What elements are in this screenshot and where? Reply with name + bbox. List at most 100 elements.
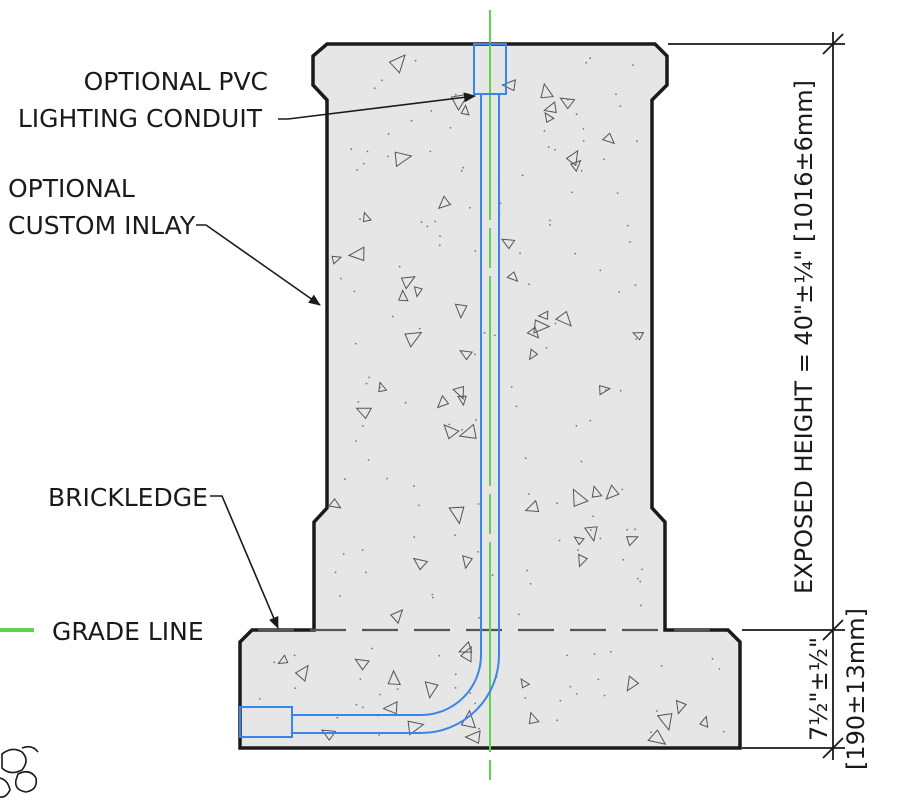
sand-dot <box>559 699 562 702</box>
sand-dot <box>569 685 572 688</box>
aggregate-mark <box>362 211 372 223</box>
sand-dot <box>426 225 429 228</box>
sand-dot <box>491 574 494 577</box>
sand-dot <box>368 376 371 379</box>
sand-dot <box>545 347 548 349</box>
sand-dot <box>524 697 527 699</box>
sand-dot <box>597 678 600 681</box>
aggregate-mark <box>398 289 409 302</box>
aggregate-mark <box>407 720 425 736</box>
sand-dot <box>342 553 345 555</box>
aggregate-mark <box>450 93 470 111</box>
sand-dot <box>404 401 407 404</box>
aggregate-mark <box>464 730 481 744</box>
sand-dot <box>632 64 634 66</box>
sand-dot <box>387 155 389 158</box>
sand-dot <box>483 332 486 334</box>
aggregate-mark <box>354 658 371 671</box>
sand-dot <box>566 654 569 657</box>
sand-dot <box>616 192 619 195</box>
sand-dot <box>619 105 622 107</box>
sand-dot <box>549 219 551 222</box>
sand-dot <box>575 424 578 427</box>
exposed-height-dimension: EXPOSED HEIGHT = 40"±¼" [1016±6mm] <box>790 80 818 594</box>
aggregate-mark <box>462 555 474 570</box>
sand-dot <box>439 235 441 238</box>
sand-dot <box>722 730 725 733</box>
label-grade-line: GRADE LINE <box>52 617 204 646</box>
sand-dot <box>575 113 578 116</box>
sand-dot <box>355 703 358 706</box>
sand-dot <box>294 687 296 690</box>
sand-dot <box>639 580 642 583</box>
sand-dot <box>361 549 364 551</box>
aggregate-mark <box>601 132 616 145</box>
aggregate-mark <box>631 331 645 341</box>
sand-dot <box>460 169 463 172</box>
sand-dot <box>549 224 551 226</box>
aggregate-mark <box>355 407 373 420</box>
sand-dot <box>469 648 472 651</box>
sand-dot <box>556 502 558 504</box>
sand-dot <box>449 127 452 129</box>
sand-dot <box>413 536 416 538</box>
sand-dot <box>387 133 390 135</box>
sand-dot <box>640 604 642 607</box>
sand-dot <box>521 174 524 177</box>
sand-dot <box>454 687 457 689</box>
aggregate-mark <box>578 553 589 568</box>
aggregate-mark <box>526 326 540 339</box>
sand-dot <box>478 616 481 619</box>
aggregate-mark <box>605 484 620 500</box>
aggregate-mark <box>448 506 465 525</box>
aggregate-mark <box>675 699 687 715</box>
sand-dot <box>381 79 383 82</box>
sand-dot <box>650 731 652 734</box>
aggregate-mark <box>501 79 517 92</box>
sand-dot <box>414 59 417 62</box>
sand-dot <box>575 693 578 695</box>
sand-dot <box>413 485 415 488</box>
aggregate-mark <box>404 331 423 348</box>
leader-lines <box>196 92 476 629</box>
aggregate-mark <box>436 394 450 409</box>
aggregate-mark <box>460 104 470 116</box>
sand-dot <box>622 558 625 561</box>
sand-dot <box>655 710 658 712</box>
aggregate-mark <box>347 246 365 262</box>
sand-dot <box>635 338 638 340</box>
sand-dot <box>558 539 561 542</box>
sand-dot <box>604 389 607 391</box>
sand-dot <box>582 127 585 130</box>
aggregate-mark <box>454 303 468 320</box>
sand-dot <box>554 148 556 151</box>
sand-dot <box>334 571 337 574</box>
aggregate-mark <box>626 536 639 547</box>
aggregate-mark <box>443 424 460 440</box>
label-inlay-line2: CUSTOM INLAY <box>8 211 196 240</box>
aggregate-mark <box>565 149 579 167</box>
sand-dot <box>438 654 441 657</box>
aggregate-mark <box>528 348 539 361</box>
aggregate-mark <box>569 159 582 173</box>
sand-dot <box>577 549 579 551</box>
aggregate-mark <box>400 276 416 290</box>
sand-dot <box>454 93 457 96</box>
sand-dot <box>367 459 370 461</box>
sand-dot <box>574 252 577 255</box>
sand-dot <box>420 221 423 224</box>
sand-dot <box>571 191 574 194</box>
pvc-conduit <box>239 43 507 738</box>
aggregate-mark <box>424 681 439 700</box>
aggregate-mark <box>506 271 519 283</box>
sand-dot <box>592 515 595 518</box>
sand-dot <box>615 93 617 96</box>
sand-dot <box>434 220 437 223</box>
sand-dot <box>515 405 518 408</box>
aggregate-mark <box>626 675 640 692</box>
sand-dot <box>355 440 357 442</box>
sand-dot <box>365 382 368 385</box>
base-height-imperial: 7½"±½" <box>805 637 833 741</box>
